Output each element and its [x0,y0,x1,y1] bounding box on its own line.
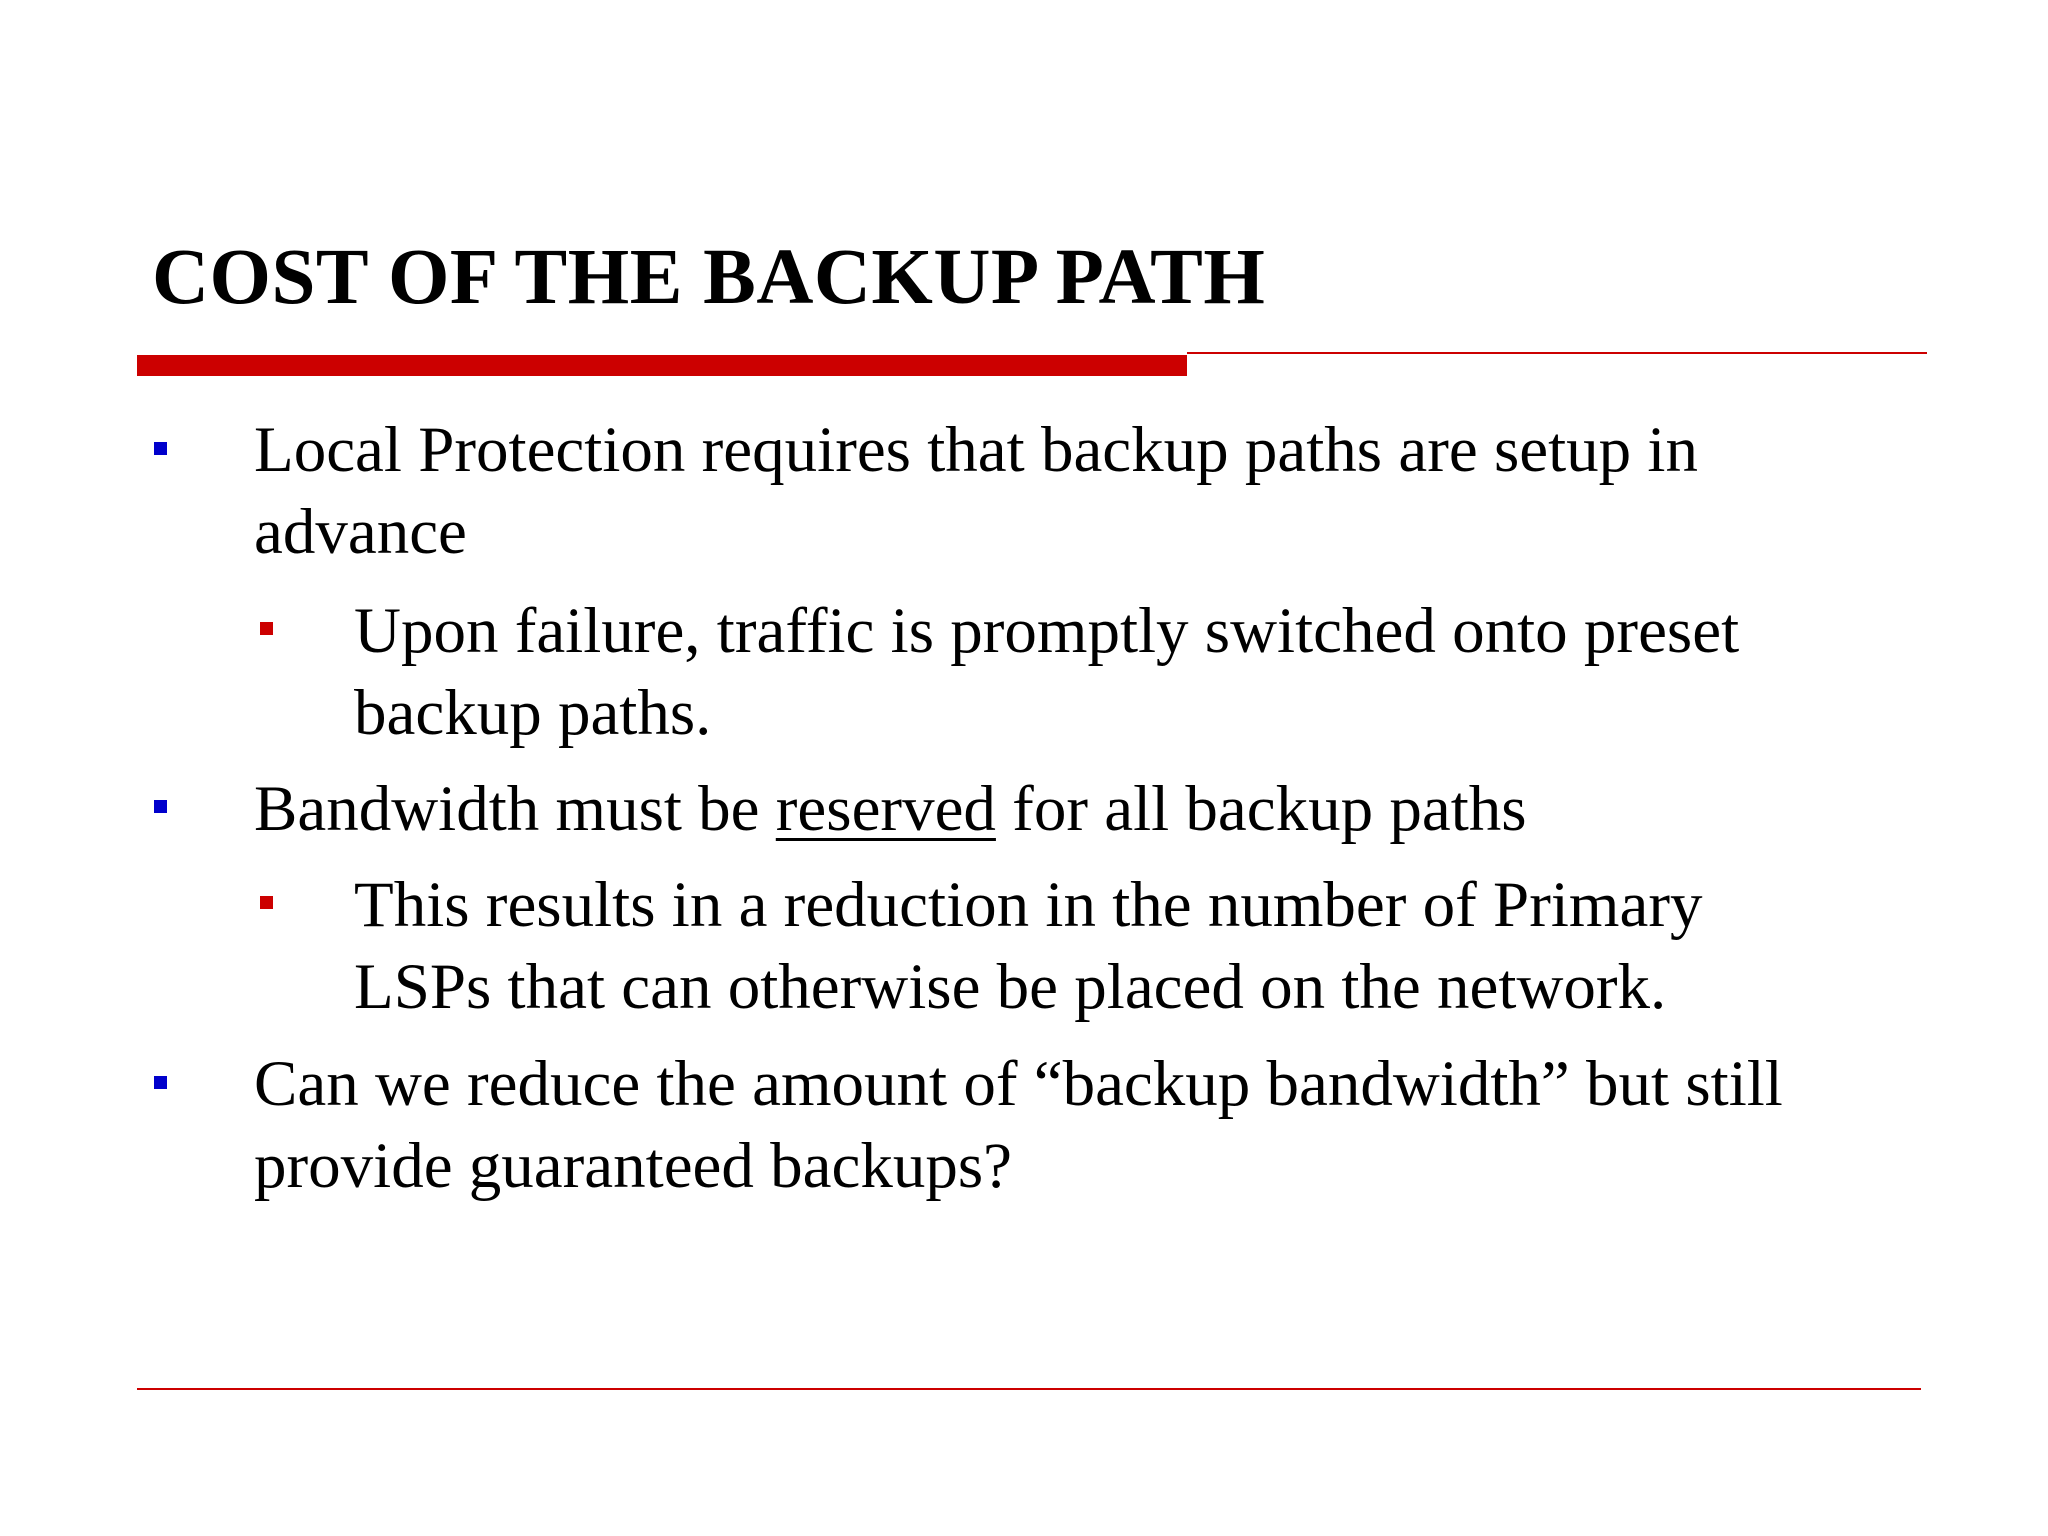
sub-bullet-square-icon [260,622,273,635]
bullet-text-after: for all backup paths [995,773,1527,845]
bullet-square-icon [154,442,167,455]
underlined-word-reserved: reserved [775,773,996,845]
bullet-square-icon [154,1076,167,1089]
sub-bullet-item-reduction: This results in a reduction in the numbe… [354,864,1702,1028]
slide-title: COST OF THE BACKUP PATH [152,234,1266,321]
title-underline-thin [1187,352,1927,354]
bullet-line: provide guaranteed backups? [254,1130,1013,1202]
title-underline-thick [137,355,1187,376]
bullet-line: advance [254,496,467,568]
bullet-item-local-protection: Local Protection requires that backup pa… [254,409,1698,573]
bullet-item-bandwidth-reserved: Bandwidth must be reserved for all backu… [254,768,1527,850]
bullet-line: This results in a reduction in the numbe… [354,869,1703,941]
bullet-line: Upon failure, traffic is promptly switch… [354,595,1740,667]
bullet-square-icon [154,800,167,813]
bullet-line: Can we reduce the amount of “backup band… [254,1048,1783,1120]
bullet-text-before: Bandwidth must be [254,773,776,845]
bullet-item-reduce-backup-bandwidth: Can we reduce the amount of “backup band… [254,1043,1783,1207]
bullet-line: Bandwidth must be reserved for all backu… [254,768,1527,850]
sub-bullet-item-upon-failure: Upon failure, traffic is promptly switch… [354,590,1739,754]
bullet-line: backup paths. [354,677,712,749]
bullet-line: Local Protection requires that backup pa… [254,414,1698,486]
sub-bullet-square-icon [260,896,273,909]
footer-divider [137,1388,1921,1390]
bullet-line: LSPs that can otherwise be placed on the… [354,951,1667,1023]
